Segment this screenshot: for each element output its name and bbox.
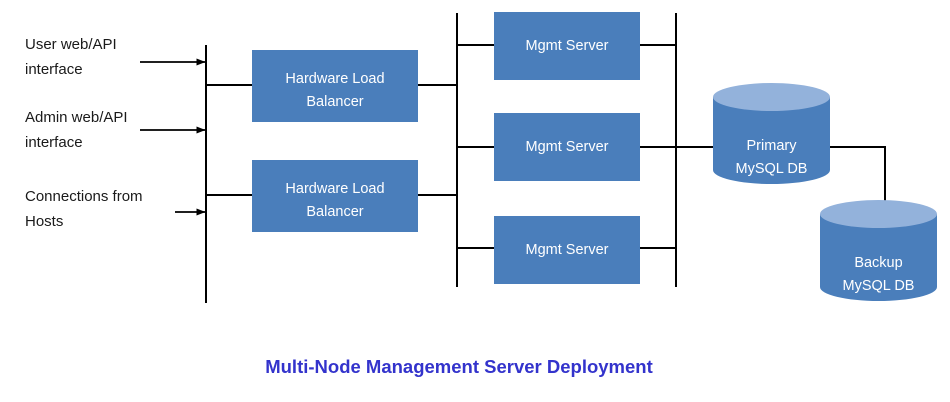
input-user-line1: User web/API [25, 36, 117, 53]
primary-db-line2: MySQL DB [736, 161, 808, 177]
primary-db-cylinder-body[interactable] [713, 97, 830, 184]
primary-db-cylinder-top [713, 83, 830, 111]
input-user-line2: interface [25, 61, 83, 78]
mgmt-server-node-1[interactable]: Mgmt Server [494, 12, 640, 80]
mgmt-server-2-label: Mgmt Server [526, 139, 609, 155]
input-hosts-line2: Hosts [25, 213, 63, 230]
backup-db-line1: Backup [854, 255, 902, 271]
backup-db-cylinder-top [820, 200, 937, 228]
mgmt-server-box-3[interactable] [494, 216, 640, 284]
mgmt-server-node-3[interactable]: Mgmt Server [494, 216, 640, 284]
load-balancer-box-1[interactable] [252, 50, 418, 122]
load-balancer-2-line1: Hardware Load [285, 181, 384, 197]
mgmt-server-box-2[interactable] [494, 113, 640, 181]
mgmt-server-node-2[interactable]: Mgmt Server [494, 113, 640, 181]
input-label-hosts: Connections from Hosts [25, 188, 143, 230]
load-balancer-box-2[interactable] [252, 160, 418, 232]
mgmt-server-3-label: Mgmt Server [526, 242, 609, 258]
input-admin-line2: interface [25, 134, 83, 151]
diagram-title: Multi-Node Management Server Deployment [265, 356, 653, 377]
mgmt-server-box-1[interactable] [494, 12, 640, 80]
edge-primary-to-backup-db [828, 146, 886, 214]
input-label-user: User web/API interface [25, 36, 117, 78]
input-admin-line1: Admin web/API [25, 109, 128, 126]
load-balancer-node-1[interactable]: Hardware Load Balancer [252, 50, 418, 122]
input-label-admin: Admin web/API interface [25, 109, 128, 151]
load-balancer-2-line2: Balancer [306, 204, 363, 220]
load-balancer-node-2[interactable]: Hardware Load Balancer [252, 160, 418, 232]
mgmt-server-1-label: Mgmt Server [526, 38, 609, 54]
primary-db-line1: Primary [747, 138, 798, 154]
input-hosts-line1: Connections from [25, 188, 143, 205]
load-balancer-1-line2: Balancer [306, 94, 363, 110]
backup-database-node[interactable]: Backup MySQL DB [820, 200, 937, 301]
primary-database-node[interactable]: Primary MySQL DB [713, 83, 830, 184]
load-balancer-1-line1: Hardware Load [285, 71, 384, 87]
backup-db-line2: MySQL DB [843, 278, 915, 294]
backup-db-cylinder-body[interactable] [820, 214, 937, 301]
